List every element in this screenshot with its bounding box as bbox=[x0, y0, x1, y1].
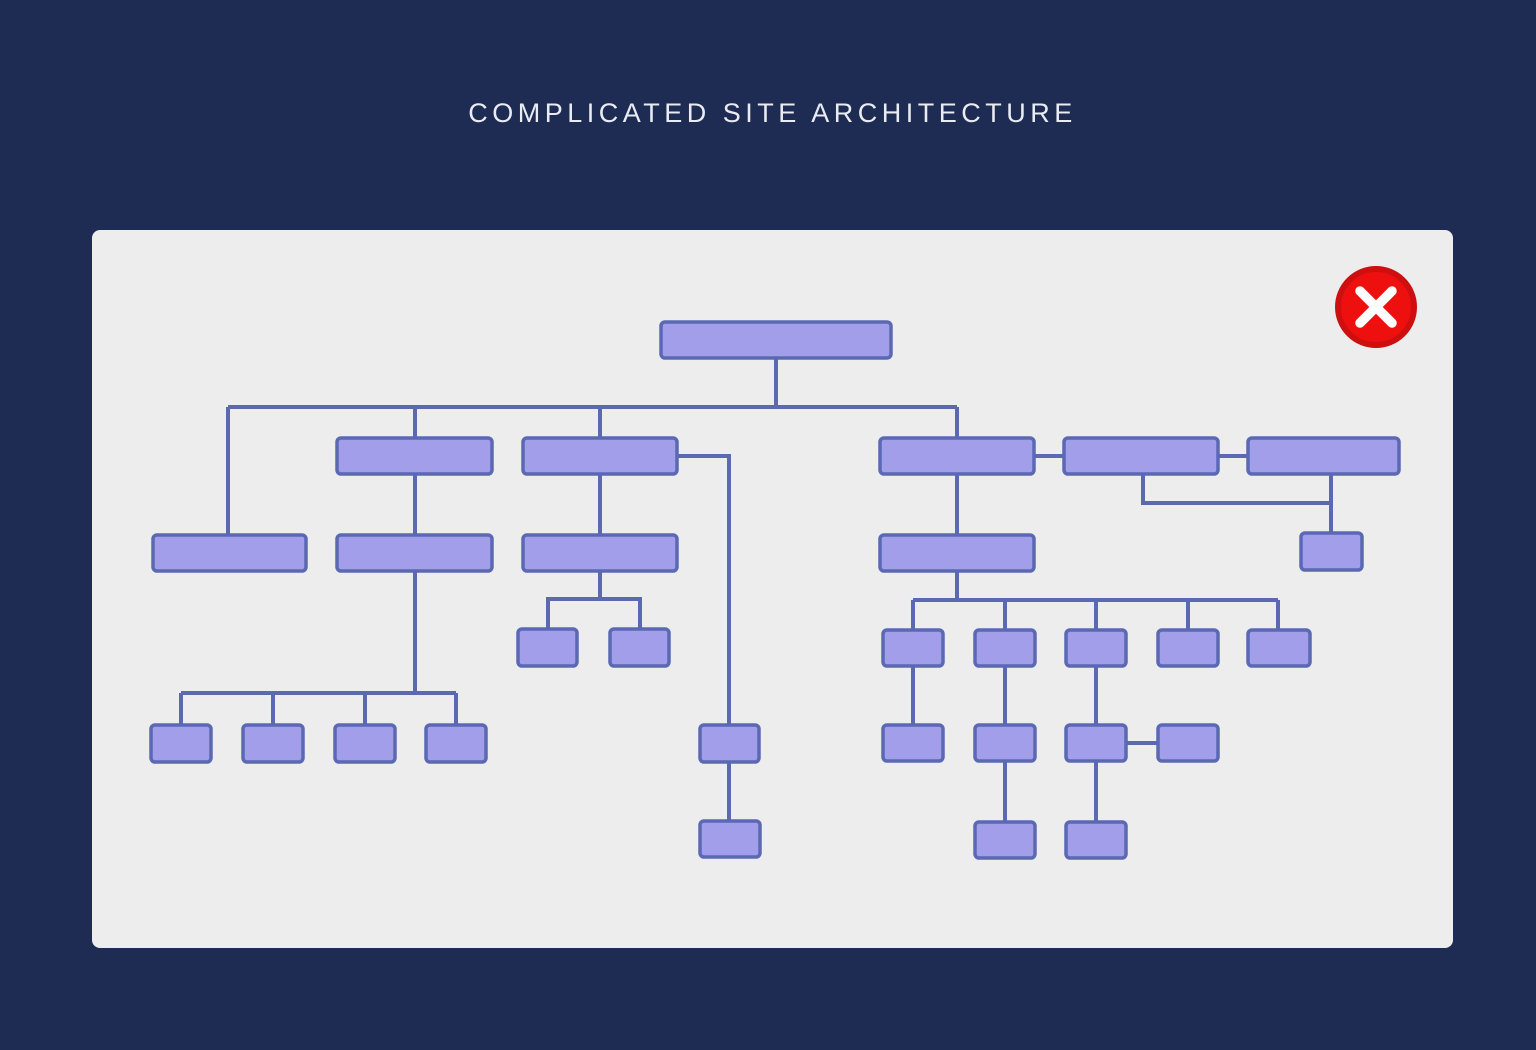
close-button[interactable] bbox=[1335, 266, 1417, 348]
connector-line bbox=[677, 454, 731, 725]
diagram-node-r2-3 bbox=[1064, 723, 1128, 763]
connector-line bbox=[1141, 474, 1331, 505]
x-icon bbox=[1335, 266, 1417, 348]
site-architecture-diagram bbox=[149, 320, 1401, 860]
diagram-node-r2-4 bbox=[1156, 723, 1220, 763]
diagram-panel bbox=[92, 230, 1453, 948]
diagram-node-l2-3 bbox=[878, 436, 1036, 476]
diagram-node-l2-4 bbox=[1062, 436, 1220, 476]
diagram-node-r3-2 bbox=[1064, 820, 1128, 860]
diagram-node-l3-5 bbox=[1299, 531, 1364, 572]
diagram-node-l3-1 bbox=[151, 533, 308, 573]
diagram-node-r3-1 bbox=[973, 820, 1037, 860]
diagram-node-root bbox=[659, 320, 893, 360]
diagram-node-l3-4 bbox=[878, 533, 1036, 573]
diagram-node-l2-2 bbox=[521, 436, 679, 476]
diagram-node-r2-2 bbox=[973, 723, 1037, 763]
diagram-node-l2-5 bbox=[1246, 436, 1401, 476]
diagram-node-leaf-a1 bbox=[149, 723, 213, 764]
diagram-node-leaf-a4 bbox=[424, 723, 488, 764]
diagram-node-l3-2 bbox=[335, 533, 494, 573]
connector-line bbox=[546, 597, 642, 629]
diagram-node-r1-5 bbox=[1246, 628, 1312, 668]
page-title: COMPLICATED SITE ARCHITECTURE bbox=[468, 98, 1077, 128]
diagram-node-r1-2 bbox=[973, 628, 1037, 668]
close-x-stroke bbox=[1355, 286, 1397, 328]
diagram-node-deep-1 bbox=[698, 723, 761, 764]
diagram-node-r2-1 bbox=[881, 723, 945, 763]
diagram-node-r1-3 bbox=[1064, 628, 1128, 668]
diagram-node-l2-1 bbox=[335, 436, 494, 476]
diagram-node-leaf-a3 bbox=[333, 723, 397, 764]
diagram-node-l3-3 bbox=[521, 533, 679, 573]
diagram-node-r1-4 bbox=[1156, 628, 1220, 668]
diagram-node-leaf-b1 bbox=[516, 627, 579, 668]
diagram-node-leaf-a2 bbox=[241, 723, 305, 764]
diagram-node-deep-2 bbox=[698, 819, 762, 859]
diagram-node-leaf-b2 bbox=[608, 627, 671, 668]
diagram-node-r1-1 bbox=[881, 628, 945, 668]
